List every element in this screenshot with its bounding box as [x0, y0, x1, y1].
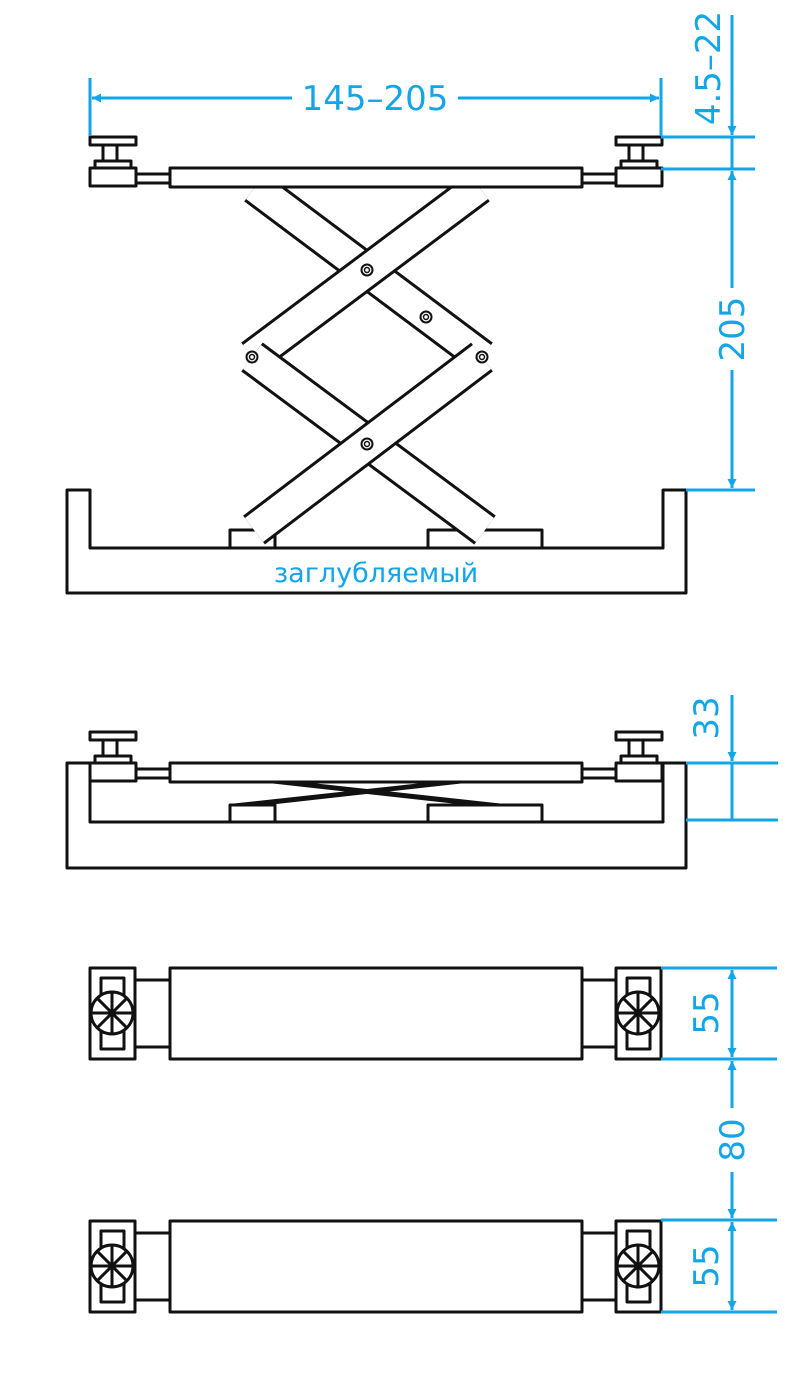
pivot-pin-center [363, 266, 371, 274]
pivot-pin-icon [360, 437, 374, 451]
platform-beam [168, 166, 584, 189]
pad-wheel-spoke [622, 997, 654, 1029]
extension-rod-right [580, 1231, 618, 1302]
plan-view-bottom [88, 1219, 663, 1314]
dimension-width: 145–205 [88, 78, 663, 136]
lift-type-caption: заглубляемый [274, 558, 478, 589]
dimension-pad-height-label: 4.5–22 [689, 11, 729, 125]
extension-rod-left [131, 1231, 172, 1302]
pad-stem [627, 143, 645, 164]
platform-assembly [88, 730, 664, 784]
dimension-lowered-height: 33 [686, 695, 778, 822]
dimension-pad-height: 4.5–22 [661, 11, 755, 171]
extension-rod-right [580, 767, 618, 780]
base-block-right [426, 528, 544, 550]
platform-beam [168, 761, 584, 784]
base-block-left [228, 803, 277, 824]
pad-wheel-spoke [622, 1250, 654, 1282]
pivot-pin-icon [475, 350, 489, 364]
platform-body [168, 966, 584, 1061]
pad-stem [101, 738, 119, 759]
pivot-pin-center [478, 353, 486, 361]
base-block-right [426, 803, 544, 824]
dimension-width-label: 145–205 [302, 79, 449, 119]
pivot-pin-center [422, 313, 430, 321]
extension-rod-left [134, 172, 172, 185]
dimension-gap-label: 80 [713, 1118, 753, 1161]
pivot-pin-icon [419, 310, 433, 324]
pad-block [88, 761, 138, 783]
platform-body [168, 1219, 584, 1314]
extension-rod-left [131, 978, 172, 1049]
extension-rod-left [134, 767, 172, 780]
pad-block [614, 166, 664, 188]
pad-stem [101, 143, 119, 164]
pad-stem [627, 738, 645, 759]
dimension-lift-height-label: 205 [713, 297, 753, 362]
folded-scissor-arms [233, 778, 501, 807]
platform-assembly [88, 135, 664, 189]
dimension-lift-height: 205 [686, 171, 755, 492]
pivot-pin-center [248, 353, 256, 361]
dimension-lowered-height-label: 33 [687, 696, 727, 739]
pad-wheel-spoke [96, 1250, 128, 1282]
plan-view-top [88, 966, 663, 1061]
pad-wheel-spoke [96, 997, 128, 1029]
dimension-width-top-label: 55 [687, 991, 727, 1034]
scissor-arms [241, 172, 496, 545]
dimension-width-bottom-label: 55 [687, 1244, 727, 1287]
recess-tray [65, 488, 688, 595]
plan-dimensions: 55 80 55 [661, 966, 777, 1314]
lowered-side-view: 33 [65, 695, 778, 870]
pivot-pin-icon [360, 263, 374, 277]
pivot-pin-icon [245, 350, 259, 364]
pad-block [88, 166, 138, 188]
extension-rod-right [580, 978, 618, 1049]
raised-side-view: заглубляемый 145–205 4.5–22 205 [65, 11, 755, 595]
pivot-pin-center [363, 440, 371, 448]
extension-rod-right [580, 172, 618, 185]
pad-block [614, 761, 664, 783]
